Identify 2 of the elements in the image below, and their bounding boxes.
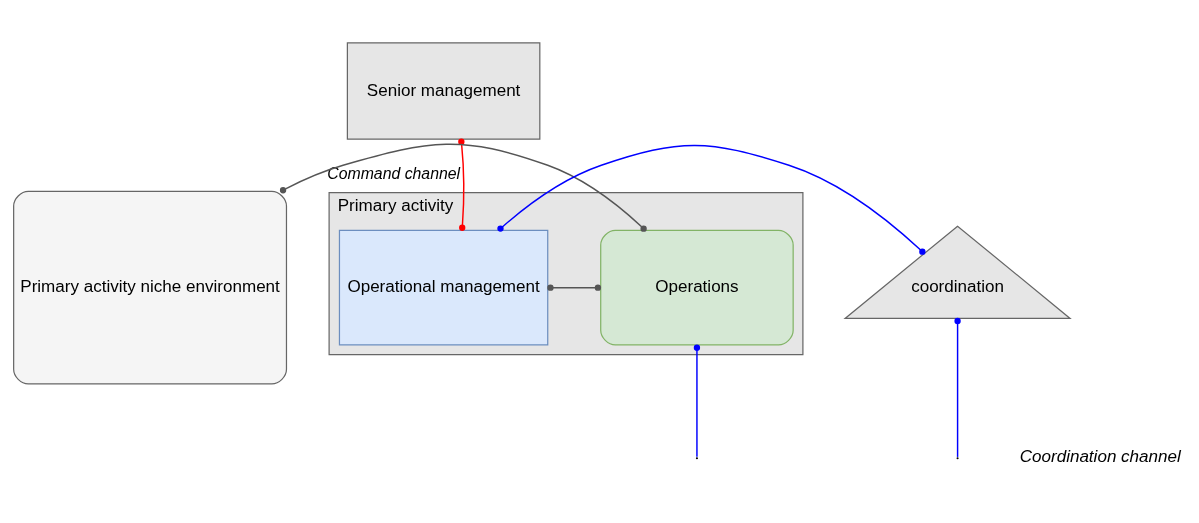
label: Coordination channel [1019, 446, 1181, 466]
edge-label: Command channel [327, 165, 461, 183]
